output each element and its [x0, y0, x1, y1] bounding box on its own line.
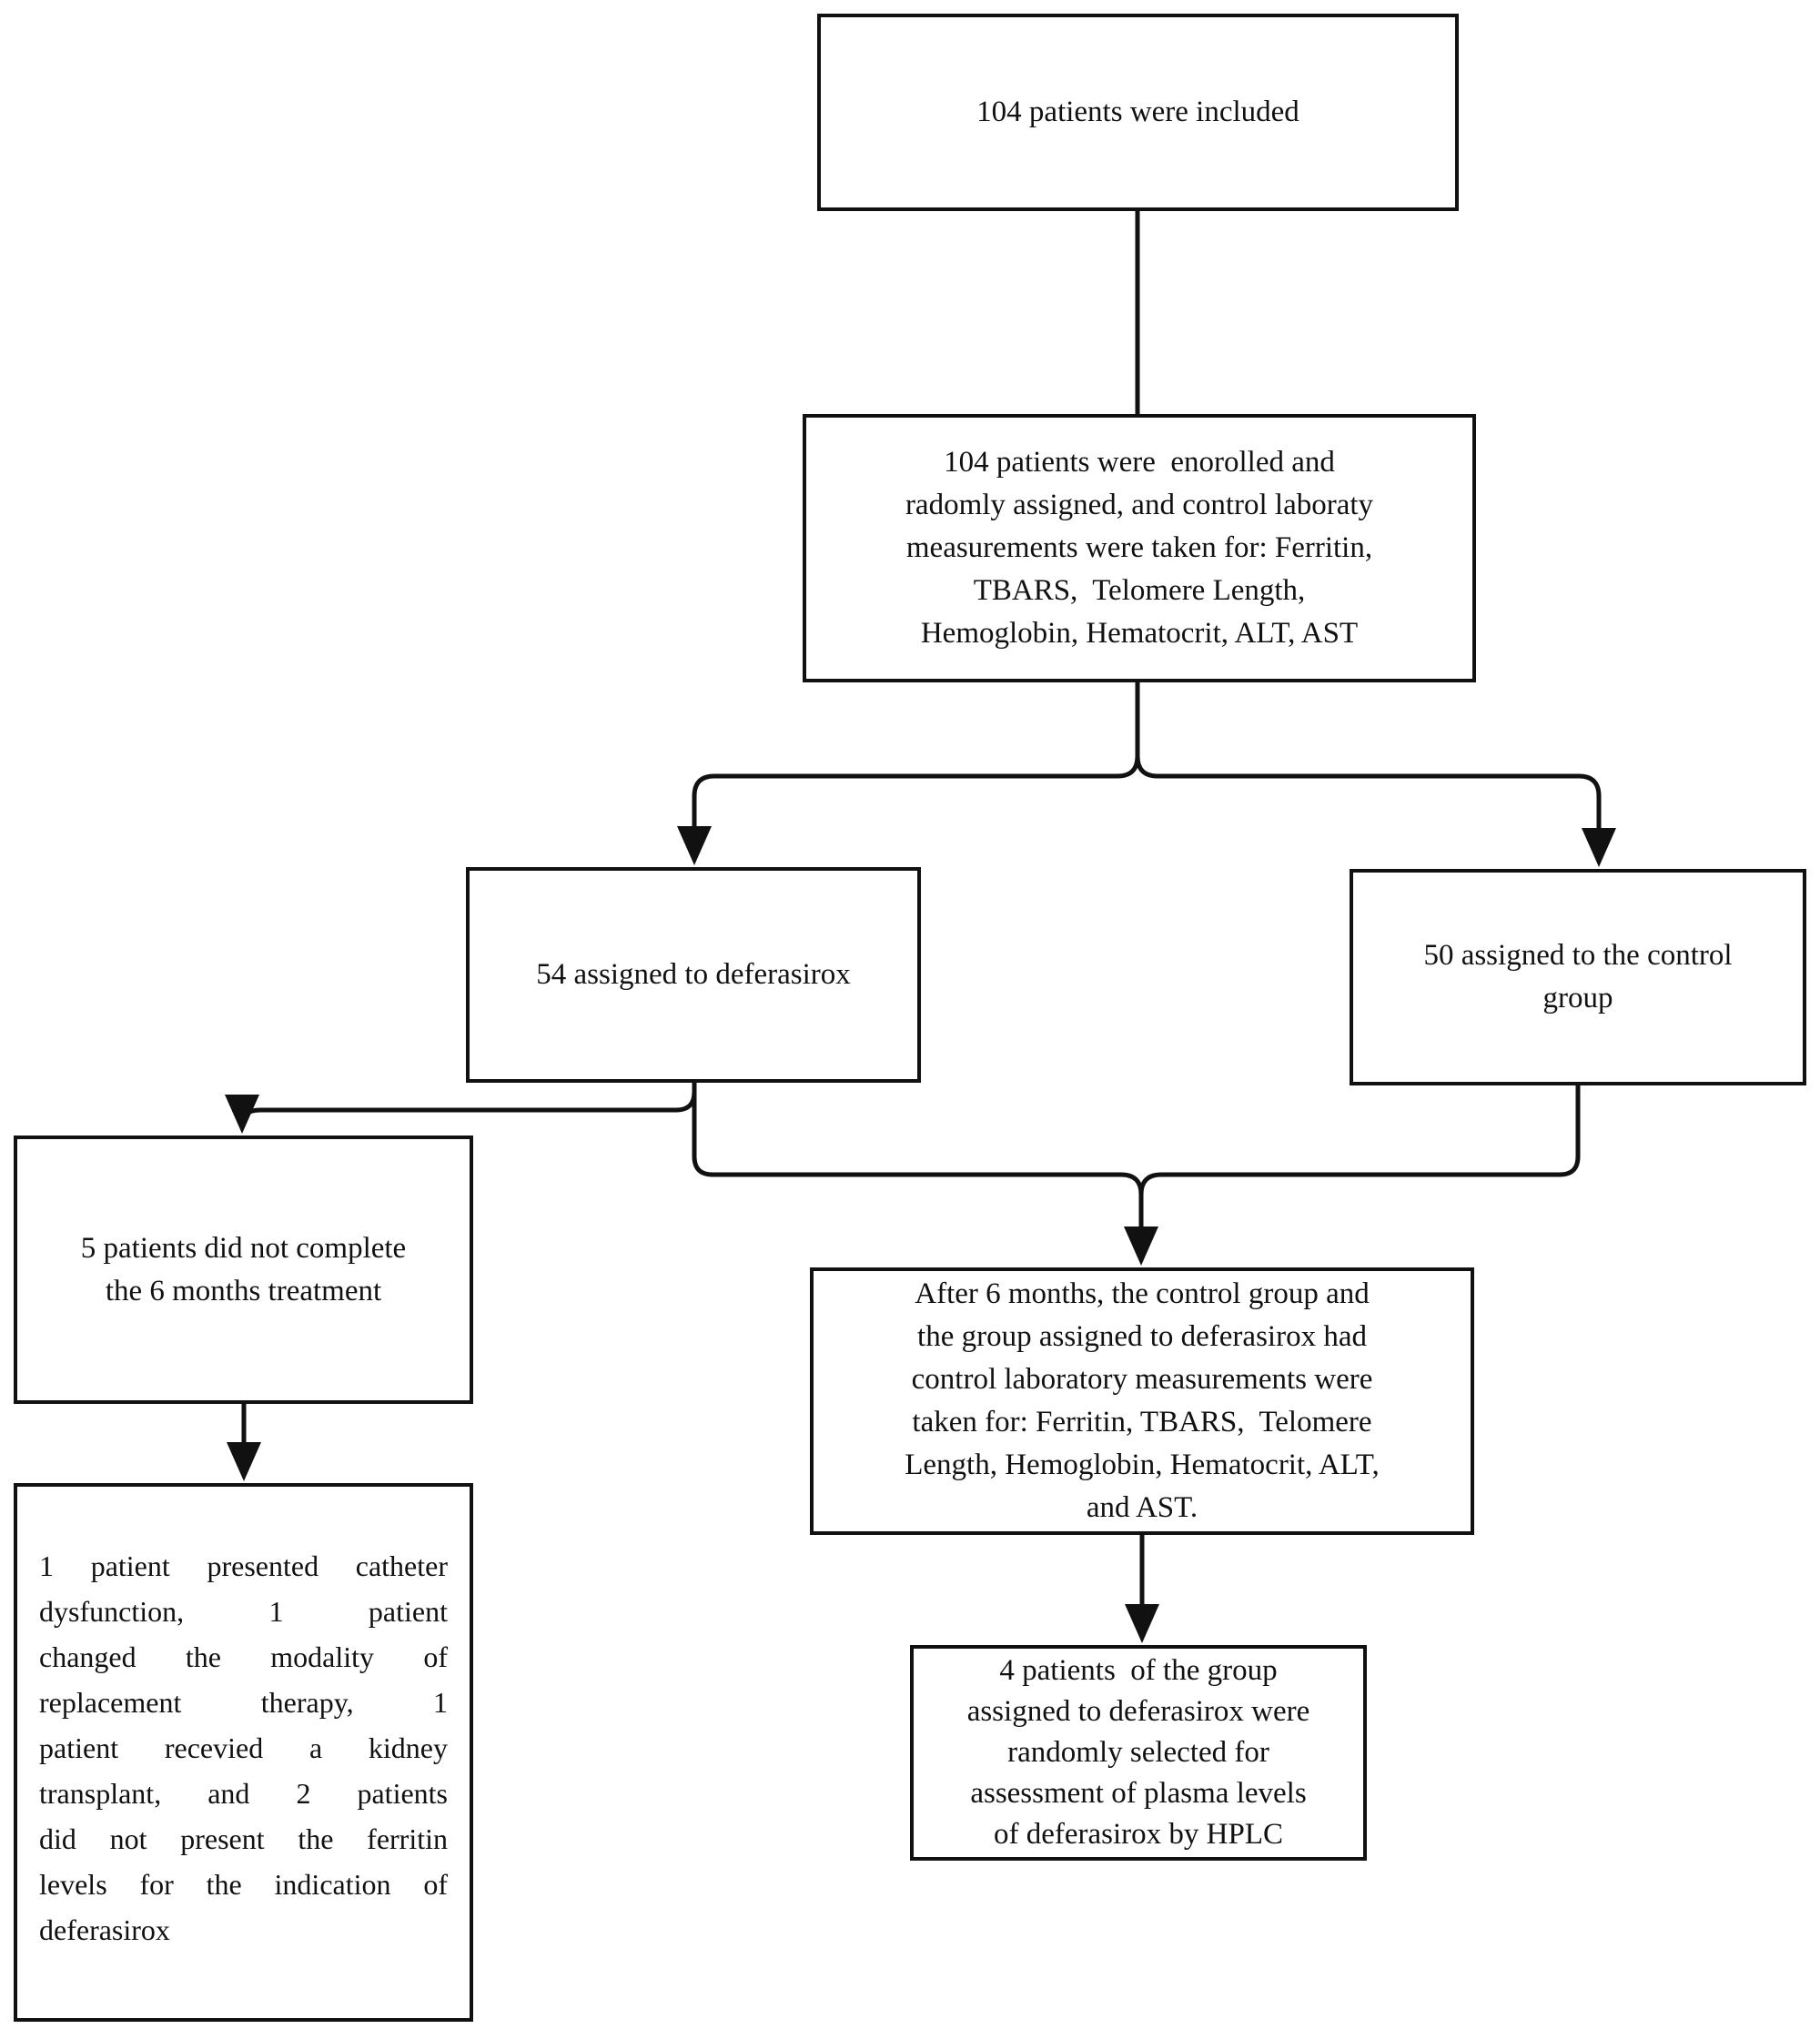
- box-enrolled-randomized: 104 patients were enorolled and radomly …: [803, 414, 1476, 682]
- box-patients-included-text: 104 patients were included: [976, 96, 1299, 128]
- box-patients-included: 104 patients were included: [817, 14, 1459, 211]
- arrow-merge-to-followup: [692, 1083, 1581, 1230]
- dropout-reason-line: 1 patient presented catheter: [39, 1549, 448, 1582]
- arrow-enrolled-fork: [692, 682, 1602, 833]
- arrow-deferasirox-to-dropout: [239, 1083, 697, 1125]
- box-followup-measurements: After 6 months, the control group and th…: [810, 1267, 1474, 1535]
- box-control-group-text: 50 assigned to the control group: [1423, 939, 1733, 1014]
- dropout-reason-line: patient recevied a kidney: [39, 1731, 448, 1764]
- box-deferasirox-group: 54 assigned to deferasirox: [466, 867, 921, 1083]
- box-followup-measurements-text: After 6 months, the control group and th…: [905, 1277, 1380, 1524]
- box-control-group: 50 assigned to the control group: [1350, 869, 1806, 1085]
- arrowhead-to-followup: [1124, 1226, 1158, 1266]
- dropout-reason-line: dysfunction, 1 patient: [39, 1595, 448, 1628]
- arrowhead-to-dropout: [225, 1095, 259, 1134]
- box-hplc-assessment-text: 4 patients of the group assigned to defe…: [966, 1654, 1310, 1851]
- dropout-reason-line: replacement therapy, 1: [39, 1686, 448, 1719]
- box-hplc-assessment: 4 patients of the group assigned to defe…: [910, 1645, 1367, 1861]
- dropout-reason-line: deferasirox: [39, 1913, 170, 1946]
- dropout-reason-line: transplant, and 2 patients: [39, 1777, 448, 1810]
- arrowhead-to-control-group: [1582, 828, 1616, 867]
- arrowhead-to-hplc: [1125, 1604, 1159, 1643]
- box-dropout: 5 patients did not complete the 6 months…: [14, 1136, 473, 1404]
- dropout-reason-line: did not present the ferritin: [39, 1822, 448, 1855]
- dropout-reason-line: changed the modality of: [39, 1640, 448, 1673]
- box-enrolled-randomized-text: 104 patients were enorolled and radomly …: [905, 446, 1374, 650]
- arrowhead-to-deferasirox-group: [677, 826, 712, 865]
- dropout-reason-line: levels for the indication of: [39, 1868, 448, 1901]
- box-deferasirox-group-text: 54 assigned to deferasirox: [536, 958, 851, 991]
- box-dropout-text: 5 patients did not complete the 6 months…: [80, 1231, 407, 1307]
- box-dropout-reasons: 1 patient presented catheter dysfunction…: [14, 1483, 473, 2022]
- arrowhead-to-reasons: [227, 1442, 261, 1481]
